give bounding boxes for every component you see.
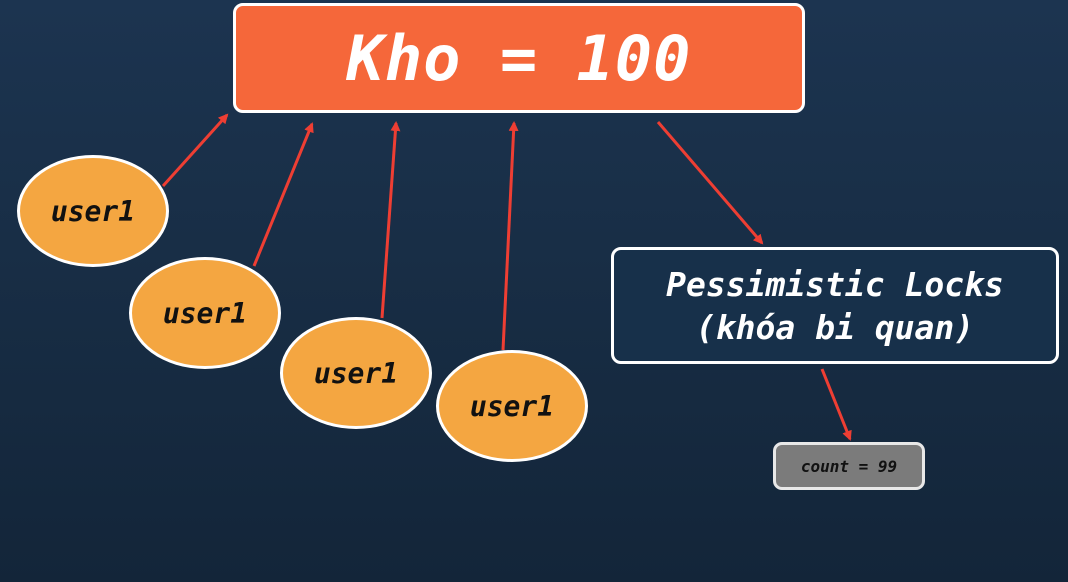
- count-label: count = 99: [800, 456, 898, 476]
- arrow-user1-c-to-kho: [380, 121, 401, 319]
- user-label: user1: [313, 356, 399, 390]
- arrow-user1-b-to-kho: [252, 122, 314, 267]
- count-box: count = 99: [773, 442, 925, 490]
- arrow-lock-to-count: [820, 368, 852, 441]
- user-node: user1: [17, 155, 169, 267]
- pessimistic-locks-box: Pessimistic Locks (khóa bi quan): [611, 247, 1059, 364]
- kho-box: Kho = 100: [233, 3, 805, 113]
- user-label: user1: [162, 296, 248, 330]
- arrow-kho-to-lock: [656, 121, 764, 245]
- lock-subtitle: (khóa bi quan): [695, 307, 975, 347]
- lock-title: Pessimistic Locks: [666, 264, 1004, 304]
- kho-label: Kho = 100: [346, 21, 692, 95]
- user-label: user1: [50, 194, 136, 228]
- user-label: user1: [469, 389, 555, 423]
- user-node: user1: [436, 350, 588, 462]
- user-node: user1: [280, 317, 432, 429]
- user-node: user1: [129, 257, 281, 369]
- arrow-user1-d-to-kho: [501, 121, 519, 351]
- arrow-user1-a-to-kho: [161, 113, 229, 188]
